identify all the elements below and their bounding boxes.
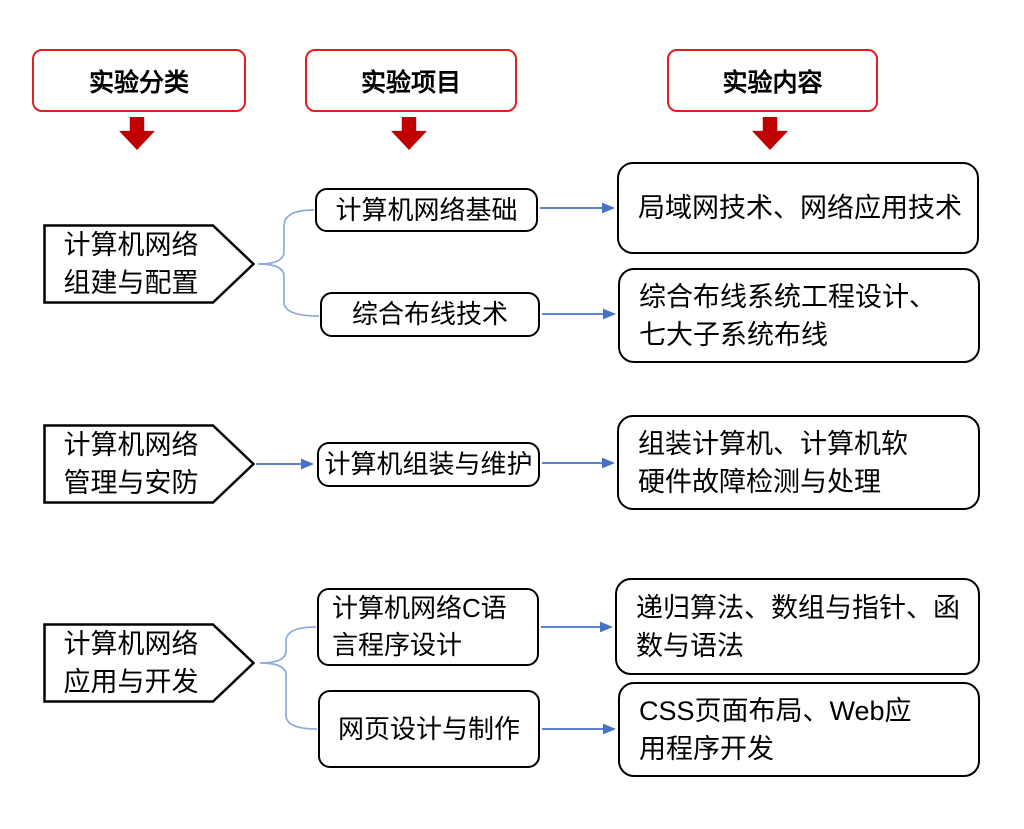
category-line: 计算机网络 <box>63 230 199 260</box>
content-line: 硬件故障检测与处理 <box>638 466 881 497</box>
content-line: 七大子系统布线 <box>639 319 828 350</box>
category-network-setup: 计算机网络 组建与配置 <box>43 224 255 304</box>
project-computer-assembly: 计算机组装与维护 <box>317 442 540 487</box>
brace-group1 <box>257 209 320 317</box>
header-experiment-content: 实验内容 <box>667 49 878 112</box>
project-c-programming: 计算机网络C语 言程序设计 <box>317 588 539 666</box>
project-cabling-technology: 综合布线技术 <box>320 292 540 337</box>
project-label: 网页设计与制作 <box>337 713 520 744</box>
pentagon-shape <box>43 424 255 504</box>
content-line: 综合布线系统工程设计、 <box>639 281 936 312</box>
content-line: CSS页面布局、Web应 <box>639 695 912 726</box>
down-arrow-icon <box>391 117 427 150</box>
category-line: 组建与配置 <box>63 268 199 298</box>
project-line: 计算机网络C语 <box>332 593 507 623</box>
content-line: 局域网技术、网络应用技术 <box>638 193 962 223</box>
content-cabling-system: 综合布线系统工程设计、 七大子系统布线 <box>618 268 980 363</box>
brace-group3 <box>259 626 318 730</box>
arrowhead-project3-content3 <box>602 457 615 469</box>
content-recursion-arrays: 递归算法、数组与指针、函 数与语法 <box>615 578 980 675</box>
content-lan-technology: 局域网技术、网络应用技术 <box>617 162 979 254</box>
category-line: 计算机网络 <box>63 629 199 659</box>
arrowhead-project2-content2 <box>603 308 616 320</box>
project-label: 综合布线技术 <box>351 299 508 329</box>
category-line: 计算机网络 <box>63 430 199 460</box>
project-line: 言程序设计 <box>332 630 463 660</box>
category-label: 计算机网络 应用与开发 <box>43 623 219 703</box>
down-arrow-icon <box>119 117 155 150</box>
arrowhead-project1-content1 <box>602 202 615 214</box>
category-line: 管理与安防 <box>63 468 199 498</box>
content-line: 用程序开发 <box>639 733 774 764</box>
header-experiment-category: 实验分类 <box>32 49 246 112</box>
category-label: 计算机网络 组建与配置 <box>43 224 219 304</box>
project-web-design: 网页设计与制作 <box>318 690 540 768</box>
category-line: 应用与开发 <box>63 667 199 697</box>
category-label: 计算机网络 管理与安防 <box>43 424 219 504</box>
header-experiment-project: 实验项目 <box>305 49 517 112</box>
category-network-development: 计算机网络 应用与开发 <box>43 623 255 703</box>
down-arrow-icon <box>752 117 788 150</box>
pentagon-shape <box>43 623 255 703</box>
content-line: 递归算法、数组与指针、函 <box>636 592 960 623</box>
content-line: 组装计算机、计算机软 <box>638 428 908 459</box>
content-assembly-fault-detection: 组装计算机、计算机软 硬件故障检测与处理 <box>617 415 980 510</box>
header-label: 实验内容 <box>722 68 823 97</box>
project-network-basics: 计算机网络基础 <box>315 188 538 232</box>
project-label: 计算机组装与维护 <box>324 449 533 479</box>
arrowhead-project5-content5 <box>603 723 616 735</box>
content-css-web-development: CSS页面布局、Web应 用程序开发 <box>618 682 980 777</box>
arrowhead-project4-content4 <box>600 621 613 633</box>
project-label: 计算机网络基础 <box>335 194 518 225</box>
arrowhead-category2-project3 <box>301 458 314 470</box>
content-line: 数与语法 <box>636 630 744 661</box>
header-label: 实验分类 <box>88 68 189 97</box>
category-network-management: 计算机网络 管理与安防 <box>43 424 255 504</box>
header-label: 实验项目 <box>360 68 461 97</box>
pentagon-shape <box>43 224 255 304</box>
